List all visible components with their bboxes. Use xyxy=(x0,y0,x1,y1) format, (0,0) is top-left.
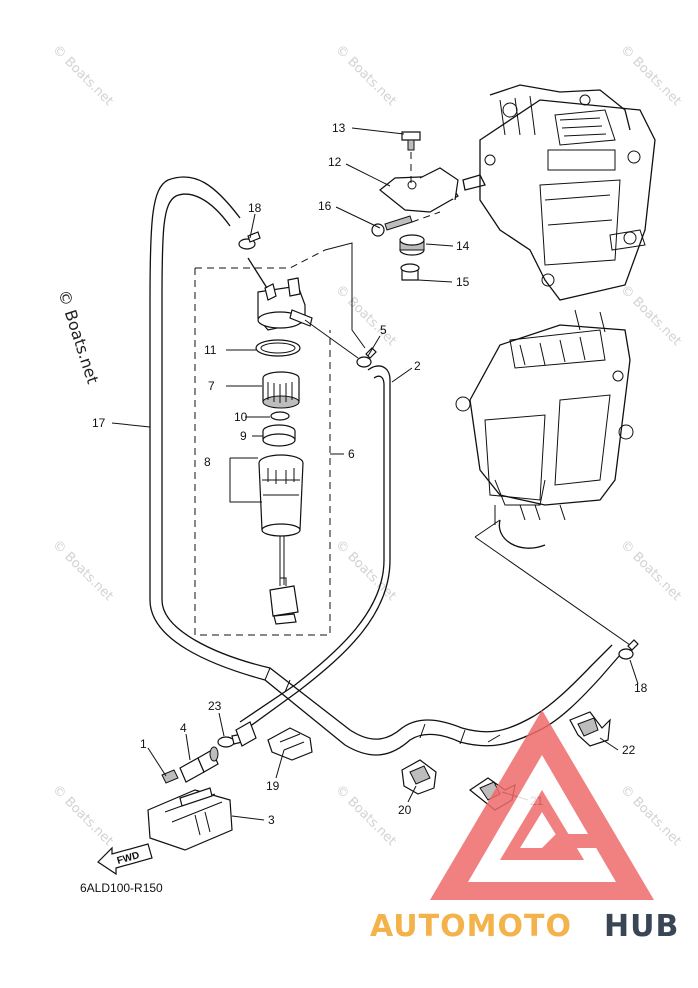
clip-19 xyxy=(267,727,313,761)
clip-20 xyxy=(401,759,437,795)
upper-engine-assembly xyxy=(462,84,656,301)
vapor-separator-assembly xyxy=(455,309,634,549)
clamp-18-lower xyxy=(618,639,639,660)
part-label-2: 2 xyxy=(414,359,421,373)
circlip-10 xyxy=(270,411,290,421)
part-label-18-lower: 18 xyxy=(634,681,648,695)
leader-line xyxy=(474,519,631,646)
fuel-hose-2 xyxy=(239,365,391,731)
clamp-18-upper xyxy=(238,231,261,250)
part-label-16: 16 xyxy=(318,199,332,213)
bolt-13 xyxy=(401,131,421,183)
part-label-15: 15 xyxy=(456,275,470,289)
part-label-12: 12 xyxy=(328,155,342,169)
part-labels: 13 12 16 18 14 15 5 11 2 7 10 17 9 6 8 1… xyxy=(92,121,648,827)
grommet-14 xyxy=(399,234,425,256)
part-label-4: 4 xyxy=(180,721,187,735)
part-label-22: 22 xyxy=(622,743,636,757)
watermark: © Boats.net xyxy=(49,782,116,849)
part-label-17: 17 xyxy=(92,416,106,430)
leader-line xyxy=(411,211,441,223)
part-label-11: 11 xyxy=(204,343,217,357)
part-label-18-upper: 18 xyxy=(248,201,262,215)
bracket-12 xyxy=(379,167,459,213)
part-label-10: 10 xyxy=(234,410,248,424)
filter-cup-8 xyxy=(258,454,304,585)
o-ring-11 xyxy=(255,339,301,357)
side-watermark: © Boats.net xyxy=(54,287,102,386)
fuel-hose-17 xyxy=(149,176,621,756)
watermark: © Boats.net xyxy=(332,282,399,349)
bolt-16 xyxy=(371,215,413,237)
part-label-20: 20 xyxy=(398,803,412,817)
watermark: © Boats.net xyxy=(617,782,684,849)
part-label-7: 7 xyxy=(208,379,215,393)
part-label-23: 23 xyxy=(208,699,222,713)
part-label-19: 19 xyxy=(266,779,280,793)
joint-4 xyxy=(179,746,219,783)
part-label-1: 1 xyxy=(140,737,147,751)
watermark: © Boats.net xyxy=(332,42,399,109)
screw-1 xyxy=(161,769,179,784)
clamp-5 xyxy=(356,347,377,368)
fwd-arrow-icon: FWD xyxy=(97,843,153,876)
part-label-8: 8 xyxy=(204,455,211,469)
float-9 xyxy=(262,424,296,447)
watermark: © Boats.net xyxy=(617,42,684,109)
leader-line xyxy=(229,457,262,503)
short-hose xyxy=(247,257,268,289)
part-label-5: 5 xyxy=(380,323,387,337)
part-label-9: 9 xyxy=(240,429,247,443)
watermark: © Boats.net xyxy=(332,782,399,849)
part-label-13: 13 xyxy=(332,121,346,135)
filter-element-7 xyxy=(262,371,300,409)
collar-15 xyxy=(400,263,420,281)
leader-line xyxy=(304,319,359,359)
sensor-connector xyxy=(269,577,299,625)
brand-text-automoto: AUTOMOTO xyxy=(370,909,572,944)
watermark: © Boats.net xyxy=(49,537,116,604)
clip-22 xyxy=(569,711,611,747)
hose-end xyxy=(235,721,257,747)
diagram-code: 6ALD100-R150 xyxy=(80,881,163,895)
watermark: © Boats.net xyxy=(617,537,684,604)
label-leaders xyxy=(111,127,639,821)
filter-head xyxy=(257,277,313,331)
part-label-14: 14 xyxy=(456,239,470,253)
watermark: © Boats.net xyxy=(49,42,116,109)
automotohub-logo xyxy=(430,710,654,900)
watermark: © Boats.net xyxy=(617,282,684,349)
part-label-6: 6 xyxy=(348,447,355,461)
part-label-3: 3 xyxy=(268,813,275,827)
connector-cover-3 xyxy=(147,787,233,851)
brand-text-hub: HUB xyxy=(604,909,679,944)
automotohub-wordmark: AUTOMOTO HUB xyxy=(370,909,679,944)
filter-group-outline xyxy=(194,249,331,636)
leader-line xyxy=(324,242,366,349)
